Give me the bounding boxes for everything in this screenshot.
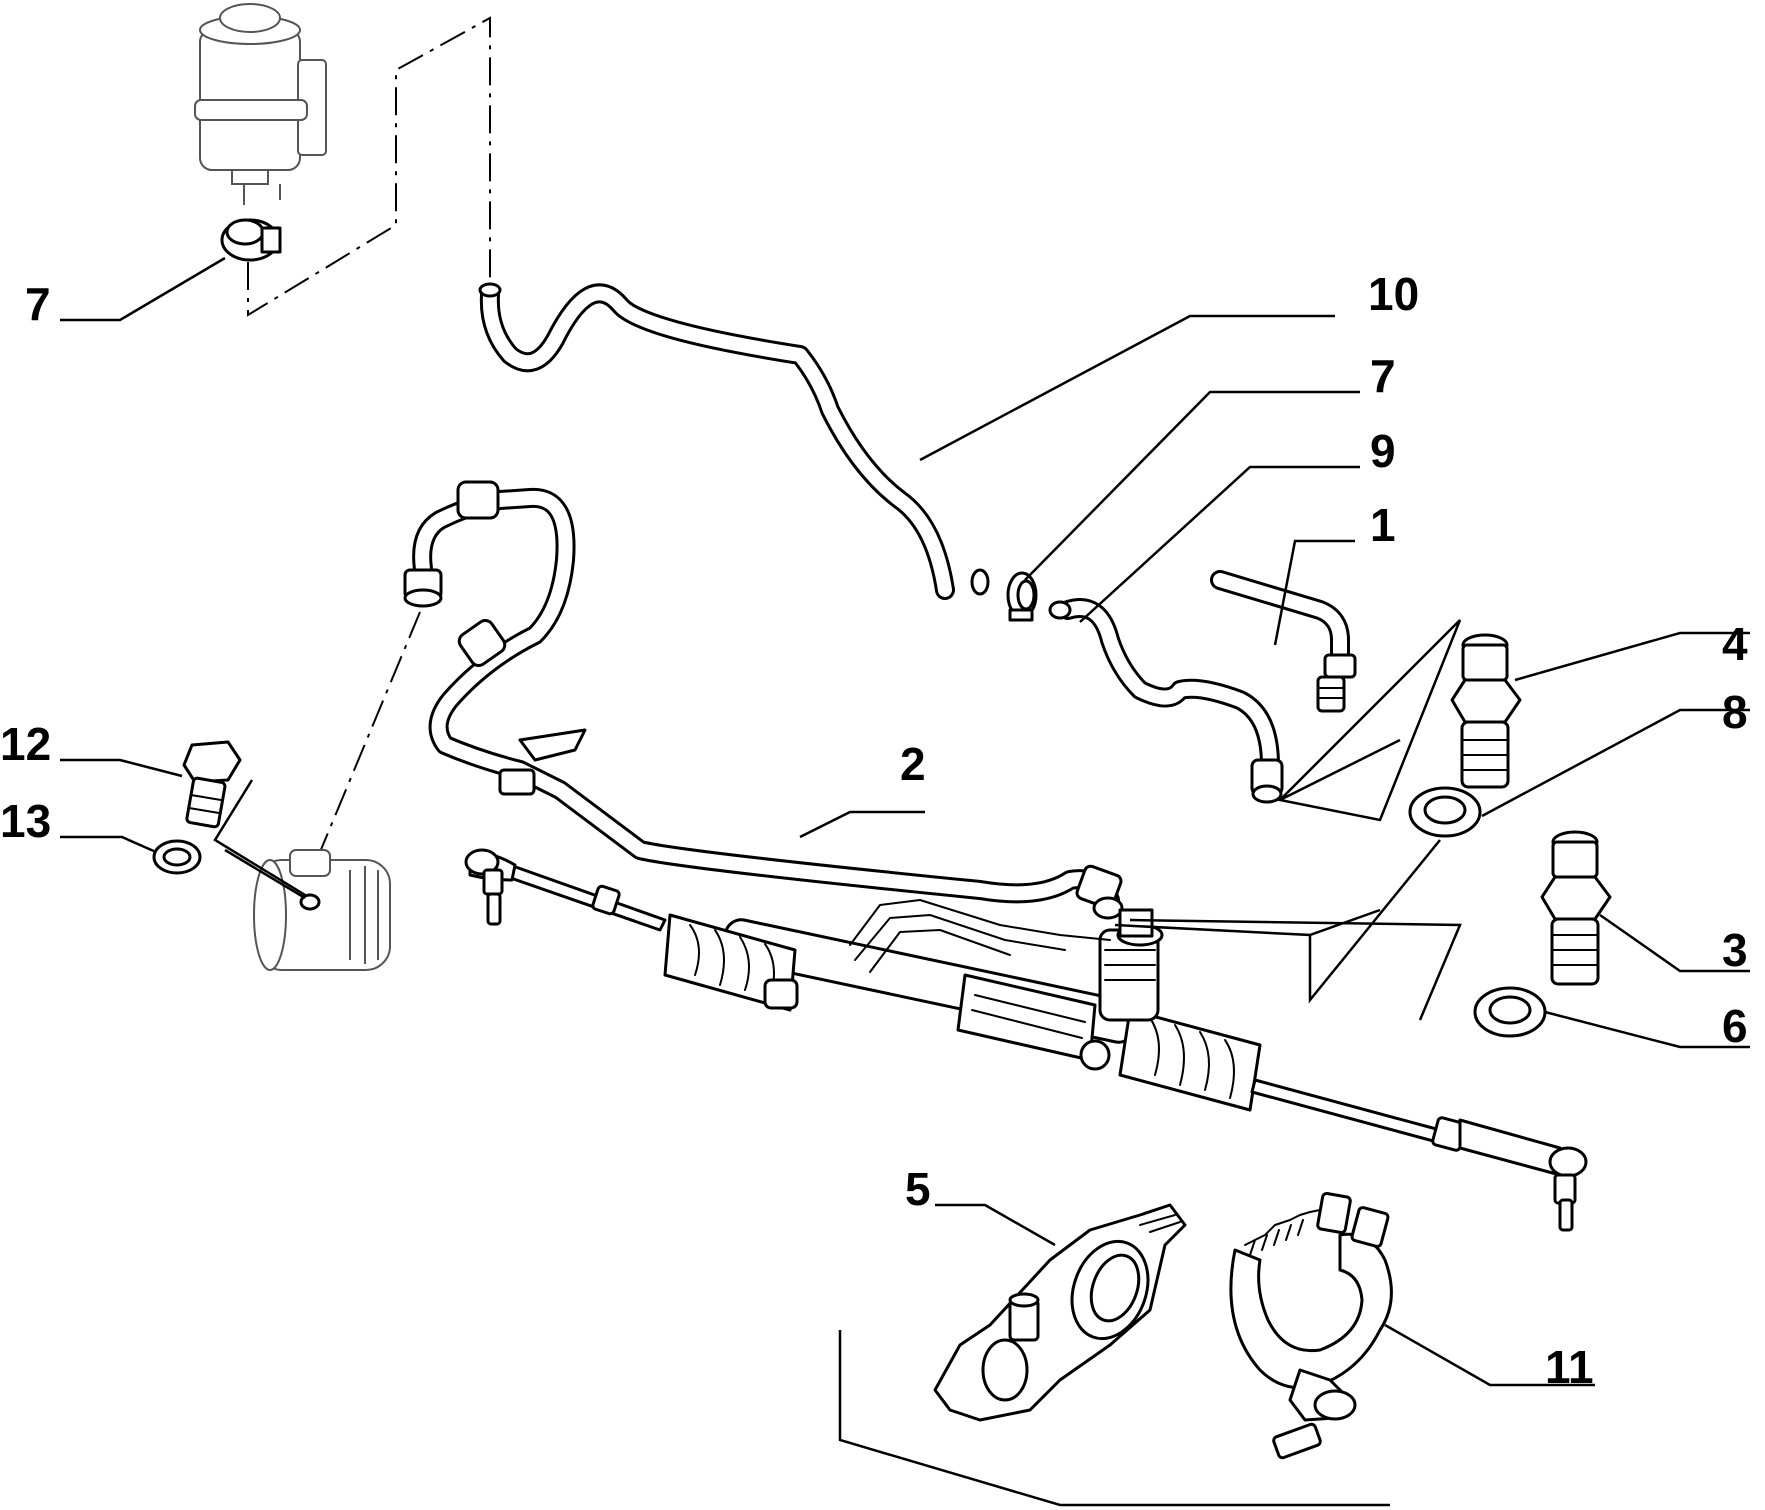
callout-7-left: 7 [25, 278, 51, 330]
callout-8: 8 [1722, 686, 1748, 738]
union-fitting-3 [1540, 830, 1612, 986]
callout-2: 2 [900, 738, 926, 790]
steering-pump [253, 849, 391, 971]
group-line-brackets [838, 1330, 1390, 1507]
bolt-group-lines [213, 779, 306, 897]
seal-ring-6 [1473, 986, 1547, 1038]
return-hose [478, 282, 990, 600]
pipe-1 [1210, 570, 1357, 713]
pressure-hose [403, 480, 1124, 920]
sealing-washer-13 [152, 839, 202, 875]
seal-ring-8 [1408, 786, 1482, 838]
hose-clamp-right [1006, 571, 1038, 622]
assembly-line-reservoir [247, 16, 491, 317]
callout-10: 10 [1368, 268, 1419, 320]
mounting-bracket-5 [933, 1203, 1187, 1422]
callout-3: 3 [1722, 924, 1748, 976]
callout-4: 4 [1722, 618, 1748, 670]
fluid-reservoir [194, 3, 327, 205]
group-line-upper [1276, 619, 1462, 822]
callout-1: 1 [1370, 499, 1396, 551]
group-line-lower [1114, 839, 1441, 1004]
callout-13: 13 [0, 795, 51, 847]
callout-5: 5 [905, 1163, 931, 1215]
rack-clamp-11 [1229, 1191, 1393, 1460]
feed-hose [1048, 598, 1284, 804]
union-fitting-4 [1450, 633, 1522, 789]
hose-clamp-left [220, 218, 282, 262]
right-tie-rod [1250, 1078, 1588, 1232]
callout-11: 11 [1545, 1341, 1594, 1393]
left-tie-rod [464, 848, 667, 932]
steering-rack [663, 899, 1262, 1112]
callout-9: 9 [1370, 425, 1396, 477]
callout-6: 6 [1722, 1000, 1748, 1052]
callout-7-top: 7 [1370, 350, 1396, 402]
leader-lines [60, 256, 1750, 1387]
callout-12: 12 [0, 718, 51, 770]
banjo-bolt [182, 740, 242, 829]
